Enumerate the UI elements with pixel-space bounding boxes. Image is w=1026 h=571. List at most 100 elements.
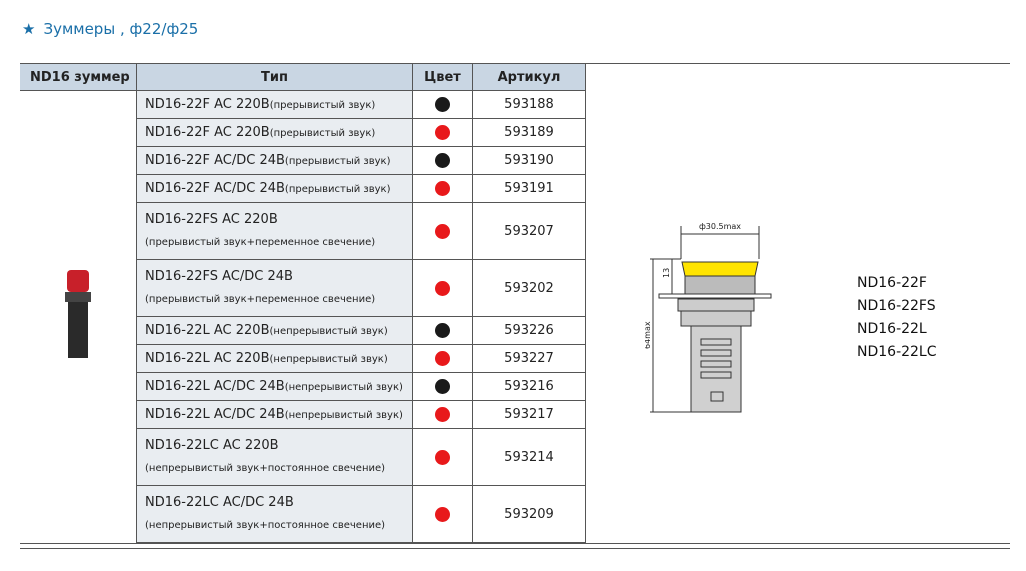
note-text: (прерывистый звук+переменное свечение) bbox=[145, 236, 376, 248]
article-cell: 593216 bbox=[472, 372, 586, 401]
height-top-label: 13 bbox=[662, 268, 671, 278]
model-text: ND16-22L AC/DC 24В bbox=[145, 407, 285, 422]
red-color-dot bbox=[435, 351, 450, 366]
table-row: ND16-22L AC 220В(непрерывистый звук) 593… bbox=[20, 316, 586, 345]
note-text: (прерывистый звук) bbox=[284, 184, 391, 195]
type-cell: ND16-22F AC 220В(прерывистый звук) bbox=[136, 90, 413, 119]
type-cell: ND16-22L AC/DC 24В(непрерывистый звук) bbox=[136, 372, 413, 401]
article-cell: 593227 bbox=[472, 344, 586, 373]
note-text: (прерывистый звук) bbox=[284, 156, 391, 167]
color-cell bbox=[412, 259, 473, 317]
color-cell bbox=[412, 90, 473, 119]
color-cell bbox=[412, 202, 473, 260]
red-color-dot bbox=[435, 280, 450, 296]
black-color-dot bbox=[435, 97, 450, 112]
header-article: Артикул bbox=[472, 63, 586, 91]
article-cell: 593190 bbox=[472, 146, 586, 175]
model-text: ND16-22L AC 220В bbox=[145, 351, 270, 366]
color-cell bbox=[412, 316, 473, 345]
type-cell: ND16-22F AC/DC 24В(прерывистый звук) bbox=[136, 174, 413, 203]
article-cell: 593189 bbox=[472, 118, 586, 147]
red-color-dot bbox=[435, 449, 450, 465]
color-cell bbox=[412, 372, 473, 401]
type-cell: ND16-22L AC/DC 24В(непрерывистый звук) bbox=[136, 400, 413, 429]
diameter-label: ф30.5max bbox=[699, 222, 741, 231]
buzzer-dimension-drawing: ф30.5max 13 64max bbox=[645, 222, 772, 413]
red-color-dot bbox=[435, 125, 450, 140]
divider bbox=[20, 548, 1010, 549]
black-color-dot bbox=[435, 379, 450, 394]
type-cell: ND16-22LC AC/DC 24В (непрерывистый звук+п… bbox=[136, 485, 413, 543]
section-title: ★ Зуммеры , ф22/ф25 bbox=[22, 20, 198, 38]
drawing-panel: ф30.5max 13 64max bbox=[585, 63, 1010, 544]
note-text: (непрерывистый звук) bbox=[269, 326, 388, 337]
table-row: ND16-22L AC/DC 24В(непрерывистый звук) 5… bbox=[20, 372, 586, 401]
table-row: ND16-22F AC/DC 24В(прерывистый звук) 593… bbox=[20, 146, 586, 175]
model-text: ND16-22LC AC/DC 24В bbox=[145, 494, 294, 510]
star-icon: ★ bbox=[22, 20, 36, 38]
table-row: ND16-22F AC 220В(прерывистый звук) 59318… bbox=[20, 90, 586, 543]
product-image-cell bbox=[20, 90, 137, 543]
article-cell: 593214 bbox=[472, 428, 586, 486]
type-cell: ND16-22FS AC 220В (прерывистый звук+перем… bbox=[136, 202, 413, 260]
table-row: ND16-22FS AC 220В (прерывистый звук+перем… bbox=[20, 202, 586, 260]
note-text: (прерывистый звук) bbox=[269, 100, 376, 111]
article-cell: 593209 bbox=[472, 485, 586, 543]
header-type: Тип bbox=[136, 63, 413, 91]
title-text: Зуммеры , ф22/ф25 bbox=[43, 20, 199, 38]
divider bbox=[20, 543, 1010, 544]
buzzer-product-image bbox=[65, 269, 91, 358]
type-cell: ND16-22L AC 220В(непрерывистый звук) bbox=[136, 316, 413, 345]
article-cell: 593217 bbox=[472, 400, 586, 429]
model-label: ND16-22L bbox=[857, 321, 927, 337]
model-text: ND16-22F AC 220В bbox=[145, 125, 270, 140]
color-cell bbox=[412, 400, 473, 429]
model-text: ND16-22FS AC 220В bbox=[145, 211, 278, 227]
color-cell bbox=[412, 428, 473, 486]
table-row: ND16-22LC AC 220В (непрерывистый звук+пос… bbox=[20, 428, 586, 486]
note-text: (непрерывистый звук+постоянное свечение) bbox=[145, 519, 386, 531]
model-text: ND16-22F AC/DC 24В bbox=[145, 181, 285, 196]
red-color-dot bbox=[435, 181, 450, 196]
article-cell: 593188 bbox=[472, 90, 586, 119]
red-color-dot bbox=[435, 506, 450, 522]
article-cell: 593202 bbox=[472, 259, 586, 317]
article-cell: 593191 bbox=[472, 174, 586, 203]
type-cell: ND16-22FS AC/DC 24В (прерывистый звук+пер… bbox=[136, 259, 413, 317]
model-text: ND16-22L AC 220В bbox=[145, 323, 270, 338]
color-cell bbox=[412, 118, 473, 147]
color-cell bbox=[412, 485, 473, 543]
type-cell: ND16-22LC AC 220В (непрерывистый звук+пос… bbox=[136, 428, 413, 486]
red-color-dot bbox=[435, 407, 450, 422]
table-row: ND16-22F AC 220В(прерывистый звук) 59318… bbox=[20, 118, 586, 147]
model-text: ND16-22LC AC 220В bbox=[145, 437, 279, 453]
model-text: ND16-22F AC 220В bbox=[145, 97, 270, 112]
note-text: (непрерывистый звук+постоянное свечение) bbox=[145, 462, 386, 474]
red-color-dot bbox=[435, 223, 450, 239]
note-text: (прерывистый звук) bbox=[269, 128, 376, 139]
type-cell: ND16-22F AC/DC 24В(прерывистый звук) bbox=[136, 146, 413, 175]
model-label: ND16-22LC bbox=[857, 344, 937, 360]
color-cell bbox=[412, 344, 473, 373]
table-row: ND16-22L AC 220В(непрерывистый звук) 593… bbox=[20, 344, 586, 373]
table-row: ND16-22FS AC/DC 24В (прерывистый звук+пер… bbox=[20, 259, 586, 317]
type-cell: ND16-22F AC 220В(прерывистый звук) bbox=[136, 118, 413, 147]
header-product: ND16 зуммер bbox=[20, 63, 137, 91]
model-text: ND16-22L AC/DC 24В bbox=[145, 379, 285, 394]
color-cell bbox=[412, 146, 473, 175]
color-cell bbox=[412, 174, 473, 203]
table-row: ND16-22F AC/DC 24В(прерывистый звук) 593… bbox=[20, 174, 586, 203]
article-cell: 593226 bbox=[472, 316, 586, 345]
table-row: ND16-22LC AC/DC 24В (непрерывистый звук+п… bbox=[20, 485, 586, 543]
black-color-dot bbox=[435, 323, 450, 338]
table-row: ND16-22L AC/DC 24В(непрерывистый звук) 5… bbox=[20, 400, 586, 429]
note-text: (непрерывистый звук) bbox=[284, 410, 403, 421]
model-list: ND16-22F ND16-22FS ND16-22L ND16-22LC bbox=[857, 272, 937, 364]
note-text: (прерывистый звук+переменное свечение) bbox=[145, 293, 376, 305]
height-total-label: 64max bbox=[645, 321, 652, 349]
model-text: ND16-22F AC/DC 24В bbox=[145, 153, 285, 168]
model-label: ND16-22FS bbox=[857, 298, 936, 314]
type-cell: ND16-22L AC 220В(непрерывистый звук) bbox=[136, 344, 413, 373]
article-cell: 593207 bbox=[472, 202, 586, 260]
model-text: ND16-22FS AC/DC 24В bbox=[145, 268, 293, 284]
